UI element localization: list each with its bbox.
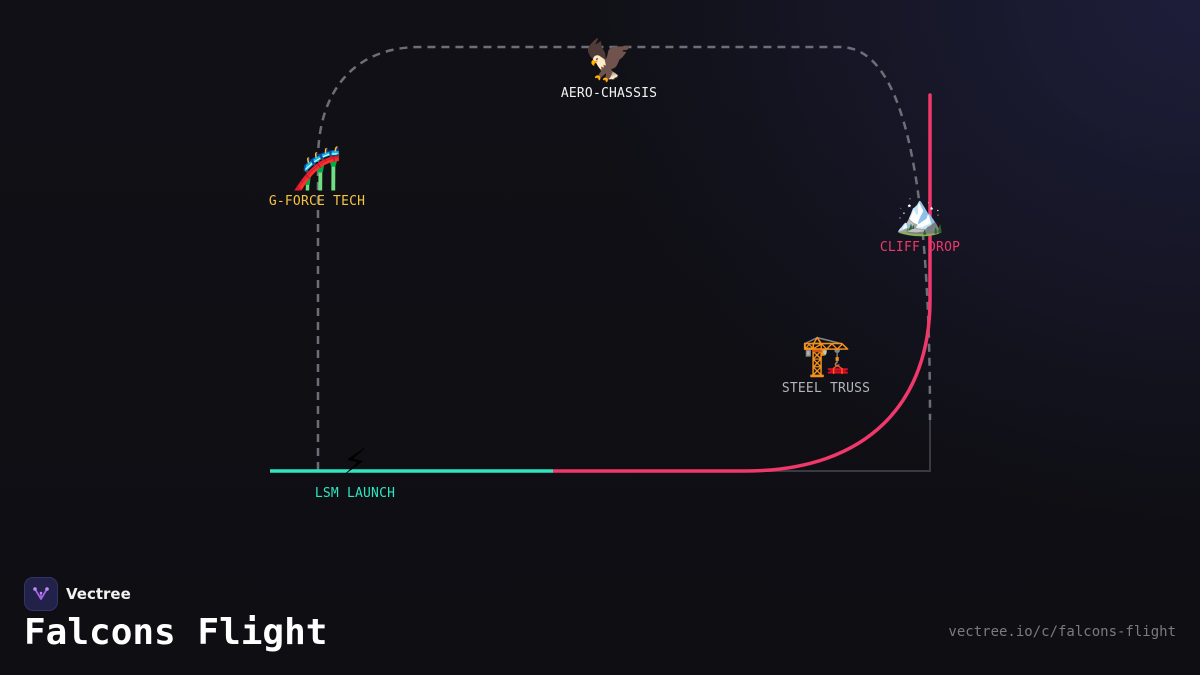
node-label-g-force-tech: G-FORCE TECH [268, 194, 366, 209]
vectree-logo-icon [24, 577, 58, 611]
track-frame-outline [555, 420, 931, 472]
node-steel-truss: 🏗️ STEEL TRUSS [782, 333, 870, 396]
node-g-force-tech: 🎢 G-FORCE TECH [269, 146, 365, 209]
brand-name: Vectree [66, 585, 131, 603]
node-cliff-drop: 🏔️ CLIFF DROP [880, 192, 960, 255]
eagle-icon: 🦅 [584, 38, 634, 84]
source-url-link[interactable]: vectree.io/c/falcons-flight [948, 624, 1176, 640]
page-title: Falcons Flight [24, 612, 328, 653]
brand: Vectree [24, 577, 131, 611]
roller-coaster-icon: 🎢 [292, 146, 342, 192]
lightning-bolt-icon: ⚡ [342, 438, 368, 484]
dashed-flight-outline [316, 45, 932, 470]
node-label-cliff-drop: CLIFF DROP [879, 240, 961, 255]
node-label-lsm-launch: LSM LAUNCH [314, 486, 396, 501]
node-label-aero-chassis: AERO-CHASSIS [560, 86, 658, 101]
construction-crane-icon: 🏗️ [801, 333, 851, 379]
coaster-track-main [551, 93, 932, 473]
node-label-steel-truss: STEEL TRUSS [781, 381, 871, 396]
snow-capped-mountain-icon: 🏔️ [895, 192, 945, 238]
node-lsm-launch: ⚡ LSM LAUNCH [315, 438, 395, 501]
node-aero-chassis: 🦅 AERO-CHASSIS [561, 38, 657, 101]
